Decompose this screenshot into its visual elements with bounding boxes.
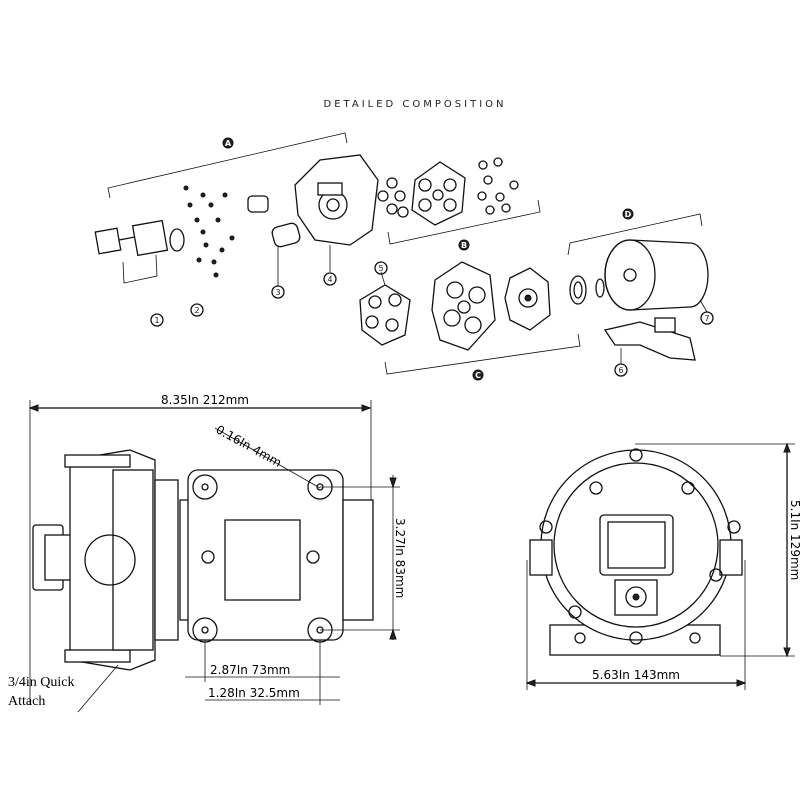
part-housing-plate — [431, 261, 496, 351]
part-motor — [604, 239, 709, 313]
side-view: 8.35In 212mm 0.16In 4mm 3.27In 83mm — [8, 393, 407, 713]
svg-text:D: D — [625, 210, 632, 219]
part-valve-assembly — [377, 157, 519, 226]
part-screws — [183, 185, 235, 278]
svg-text:6: 6 — [618, 366, 623, 375]
group-a-bracket: A — [107, 132, 348, 199]
svg-text:1: 1 — [154, 316, 159, 325]
group-c-bracket: C — [384, 333, 581, 381]
svg-text:2: 2 — [194, 306, 199, 315]
mount-spacing-dimension: 2.87In 73mm — [210, 663, 290, 677]
front-view: 5.63In 143mm 5.1In 129mm — [525, 442, 800, 690]
svg-text:7: 7 — [704, 314, 709, 323]
mount-height-dimension: 3.27In 83mm — [393, 518, 407, 598]
svg-text:3: 3 — [275, 288, 280, 297]
length-dimension: 8.35In 212mm — [161, 393, 249, 407]
quick-attach-label-2: Attach — [8, 694, 45, 709]
svg-text:C: C — [475, 371, 481, 380]
part-wobble-plate — [504, 267, 551, 331]
group-d-bracket: D — [567, 208, 703, 256]
part-valve — [247, 195, 301, 286]
part-numbers: 1 2 3 4 5 6 7 — [150, 261, 714, 377]
svg-text:4: 4 — [327, 275, 332, 284]
group-b-bracket: B — [387, 199, 541, 251]
svg-text:B: B — [461, 241, 467, 250]
hole-dimension: 0.16In 4mm — [214, 422, 284, 469]
quick-attach-label: 3/4in Quick — [8, 675, 75, 690]
part-bearing — [569, 275, 605, 305]
diagram-title: DETAILED COMPOSITION — [324, 99, 507, 110]
part-diaphragm — [359, 271, 411, 346]
part-base — [603, 317, 696, 364]
part-oring — [169, 228, 185, 252]
part-pump-head — [294, 154, 379, 272]
svg-text:5: 5 — [378, 264, 383, 273]
svg-text:A: A — [225, 139, 232, 148]
offset-dimension: 1.28In 32.5mm — [208, 686, 300, 700]
width-dimension: 5.63In 143mm — [592, 668, 680, 682]
height-dimension: 5.1In 129mm — [788, 500, 800, 580]
part-switch — [94, 219, 169, 284]
